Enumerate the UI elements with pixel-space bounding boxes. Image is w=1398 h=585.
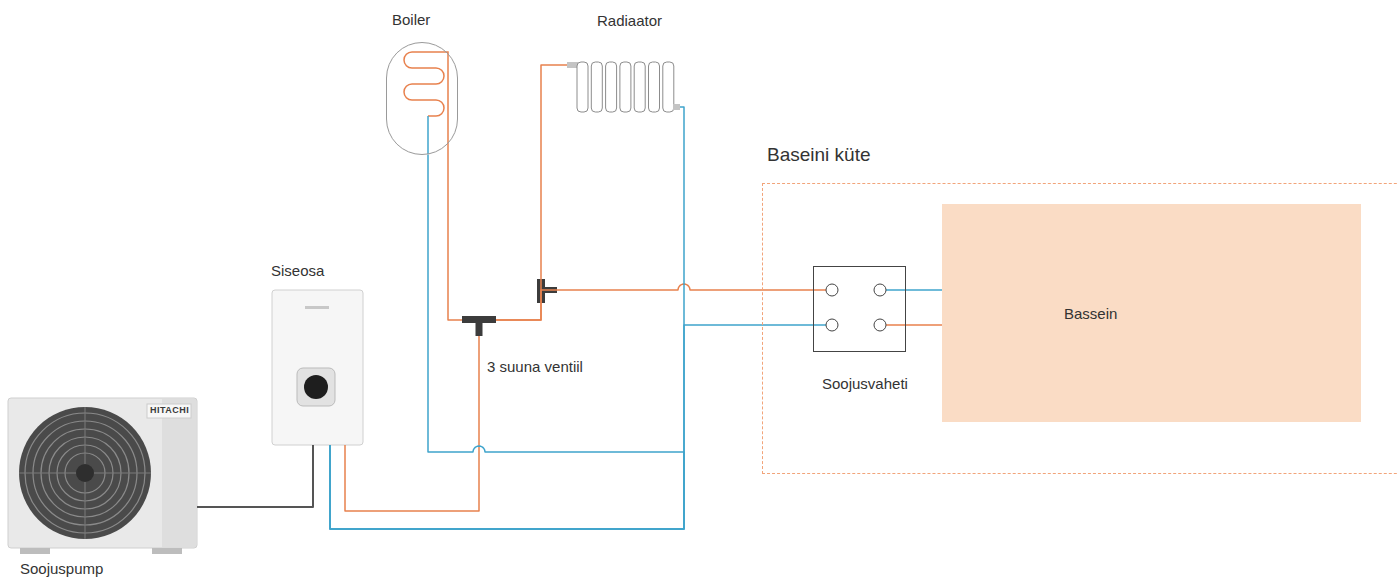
exchanger-ports [814, 284, 906, 331]
supply-pipe [496, 65, 567, 320]
node-label: Baseini küte [767, 144, 871, 166]
heat-pump-outdoor-unit: Soojuspump [8, 398, 197, 554]
return-pipe [330, 107, 684, 529]
three-way-valve-symbol [462, 316, 496, 336]
pool-heating-region: Baseini küteSoojusvahetiBassein [762, 183, 1398, 474]
node-label: Siseosa [271, 262, 324, 280]
supply-pipe [448, 144, 462, 320]
three-way-valve: 3 suuna ventiil [462, 316, 496, 336]
outdoor-unit-part [19, 407, 151, 539]
brand-logo: HITACHI [150, 405, 189, 415]
indoor-unit [272, 290, 363, 445]
pool-pipe [906, 324, 942, 326]
radiator-fins-part [577, 62, 588, 112]
radiator-fins-part [620, 62, 631, 112]
pool-pipe [906, 289, 942, 291]
t-junction-symbol [537, 279, 557, 303]
radiator-fins [567, 62, 680, 112]
three-way-valve-symbol-part [462, 316, 496, 323]
outdoor-unit-part [76, 464, 94, 482]
radiator-fins-part [649, 62, 660, 112]
supply-pipe [496, 284, 813, 320]
exchanger-ports-part [826, 284, 838, 296]
heat-exchanger: Soojusvaheti [813, 266, 906, 352]
outdoor-unit-part [152, 548, 182, 554]
node-label: Radiaator [597, 12, 662, 30]
indoor-unit-part [272, 290, 363, 445]
radiator-fins-part [567, 62, 578, 68]
radiator-fins-part [634, 62, 645, 112]
indoor-unit-part [297, 368, 335, 406]
exchanger-ports-part [814, 289, 826, 291]
return-pipe [330, 154, 684, 529]
indoor-unit-part [304, 375, 328, 399]
radiator-fins-part [673, 104, 680, 110]
boiler-tank: Boiler [386, 42, 458, 155]
radiator-fins-part [663, 62, 674, 112]
radiator: Radiaator [567, 60, 680, 114]
refrigerant-line [197, 445, 313, 507]
boiler-coil-part [404, 52, 448, 144]
outdoor-unit-part [20, 548, 50, 554]
exchanger-ports-part [814, 324, 826, 326]
outdoor-unit-part [8, 398, 197, 548]
exchanger-ports-part [874, 319, 886, 331]
radiator-fins-part [591, 62, 602, 112]
outdoor-unit-part [162, 399, 196, 547]
exchanger-ports-part [886, 289, 906, 291]
node-label: 3 suuna ventiil [487, 358, 583, 376]
outdoor-unit [8, 398, 197, 554]
pool: Bassein [942, 204, 1361, 422]
radiator-fins-part [606, 62, 617, 112]
exchanger-ports-part [874, 284, 886, 296]
three-way-valve-symbol-part [476, 323, 483, 336]
node-label: Boiler [392, 11, 430, 29]
outdoor-unit-part [147, 404, 191, 418]
supply-pipe [345, 336, 479, 511]
return-pipe [330, 325, 813, 529]
node-label: Soojusvaheti [822, 375, 908, 393]
exchanger-ports-part [886, 324, 906, 326]
boiler-coil-part [427, 116, 429, 154]
node-label: Soojuspump [20, 560, 103, 578]
node-label: Bassein [1064, 305, 1117, 322]
indoor-unit-part [305, 306, 329, 309]
indoor-unit: Siseosa [272, 290, 363, 445]
boiler-coil [404, 52, 448, 154]
exchanger-ports-part [826, 319, 838, 331]
